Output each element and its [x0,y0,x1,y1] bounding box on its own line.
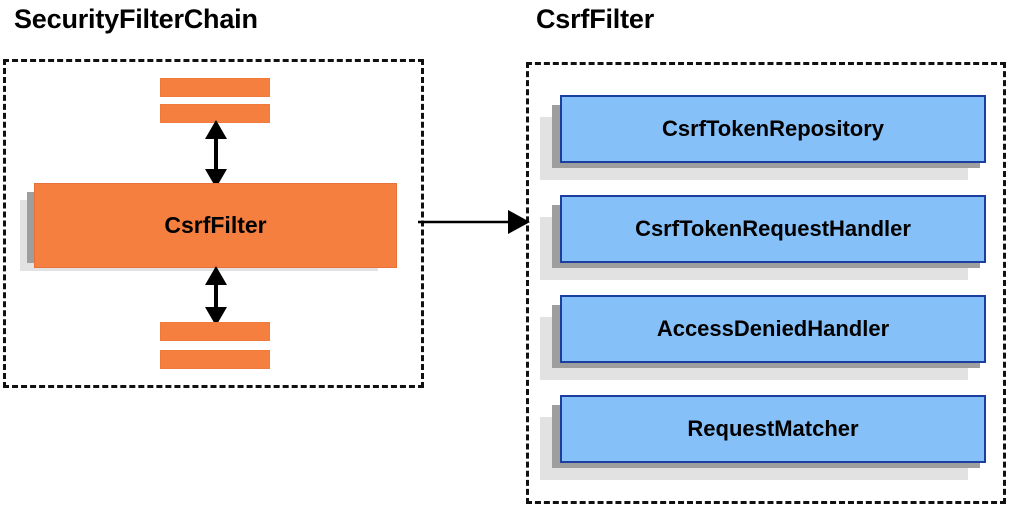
block-label-csrffilter: CsrfFilter [164,212,267,238]
block-csrf-token-request-handler[interactable]: CsrfTokenRequestHandler [540,195,1006,291]
block-front: AccessDeniedHandler [560,295,986,363]
filter-bar-top-1 [160,78,270,97]
block-label-csrf-token-repository: CsrfTokenRepository [661,116,885,141]
block-request-matcher[interactable]: RequestMatcher [540,395,1006,491]
arrow-csrffilter-to-detail [418,210,530,234]
double-arrow-below-csrffilter [205,266,227,326]
double-arrow-above-csrffilter [205,120,227,188]
block-csrffilter[interactable]: CsrfFilter [20,183,398,288]
block-front: CsrfFilter [34,183,397,268]
filter-bar-bottom-2 [160,350,270,369]
block-access-denied-handler[interactable]: AccessDeniedHandler [540,295,1006,391]
block-label-access-denied-handler: AccessDeniedHandler [656,316,890,341]
block-csrf-token-repository[interactable]: CsrfTokenRepository [540,95,1006,191]
block-front: CsrfTokenRequestHandler [560,195,986,263]
panel-csrf-filter [526,62,1006,504]
block-front: RequestMatcher [560,395,986,463]
block-front: CsrfTokenRepository [560,95,986,163]
block-label-request-matcher: RequestMatcher [687,416,859,441]
panel-security-filter-chain [3,59,424,388]
block-label-csrf-token-request-handler: CsrfTokenRequestHandler [635,216,911,241]
panel-title-csrf-filter: CsrfFilter [536,4,655,34]
panel-title-security-filter-chain: SecurityFilterChain [14,4,258,34]
filter-bar-bottom-1 [160,322,270,341]
